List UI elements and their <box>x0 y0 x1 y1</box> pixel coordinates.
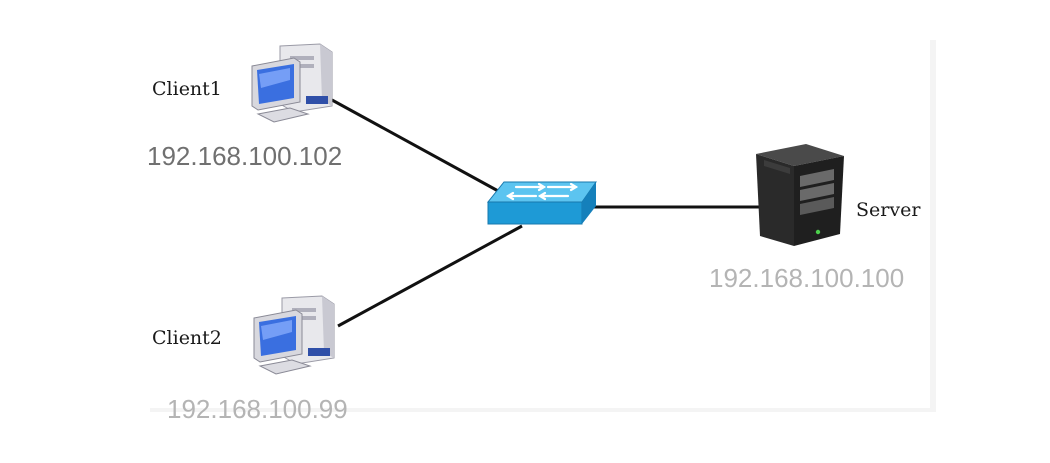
server-ip: 192.168.100.100 <box>709 263 905 293</box>
client1-label: Client1 <box>152 78 222 100</box>
client2-ip: 192.168.100.99 <box>167 394 348 424</box>
link-client1-switch <box>331 98 501 194</box>
client2-node[interactable] <box>250 292 340 378</box>
switch-node[interactable] <box>486 180 598 228</box>
client1-ip: 192.168.100.102 <box>147 141 343 171</box>
server-label: Server <box>856 199 921 221</box>
client1-node[interactable] <box>250 40 336 126</box>
server-node[interactable] <box>754 140 846 250</box>
frame-edge-bottom <box>150 408 936 412</box>
tower-server-icon <box>756 144 844 246</box>
desktop-computer-icon <box>251 43 333 123</box>
frame-edge-right <box>930 40 936 410</box>
network-switch-icon <box>486 181 597 225</box>
client2-label: Client2 <box>152 327 222 349</box>
desktop-computer-icon <box>253 295 335 375</box>
link-client2-switch <box>337 224 523 328</box>
